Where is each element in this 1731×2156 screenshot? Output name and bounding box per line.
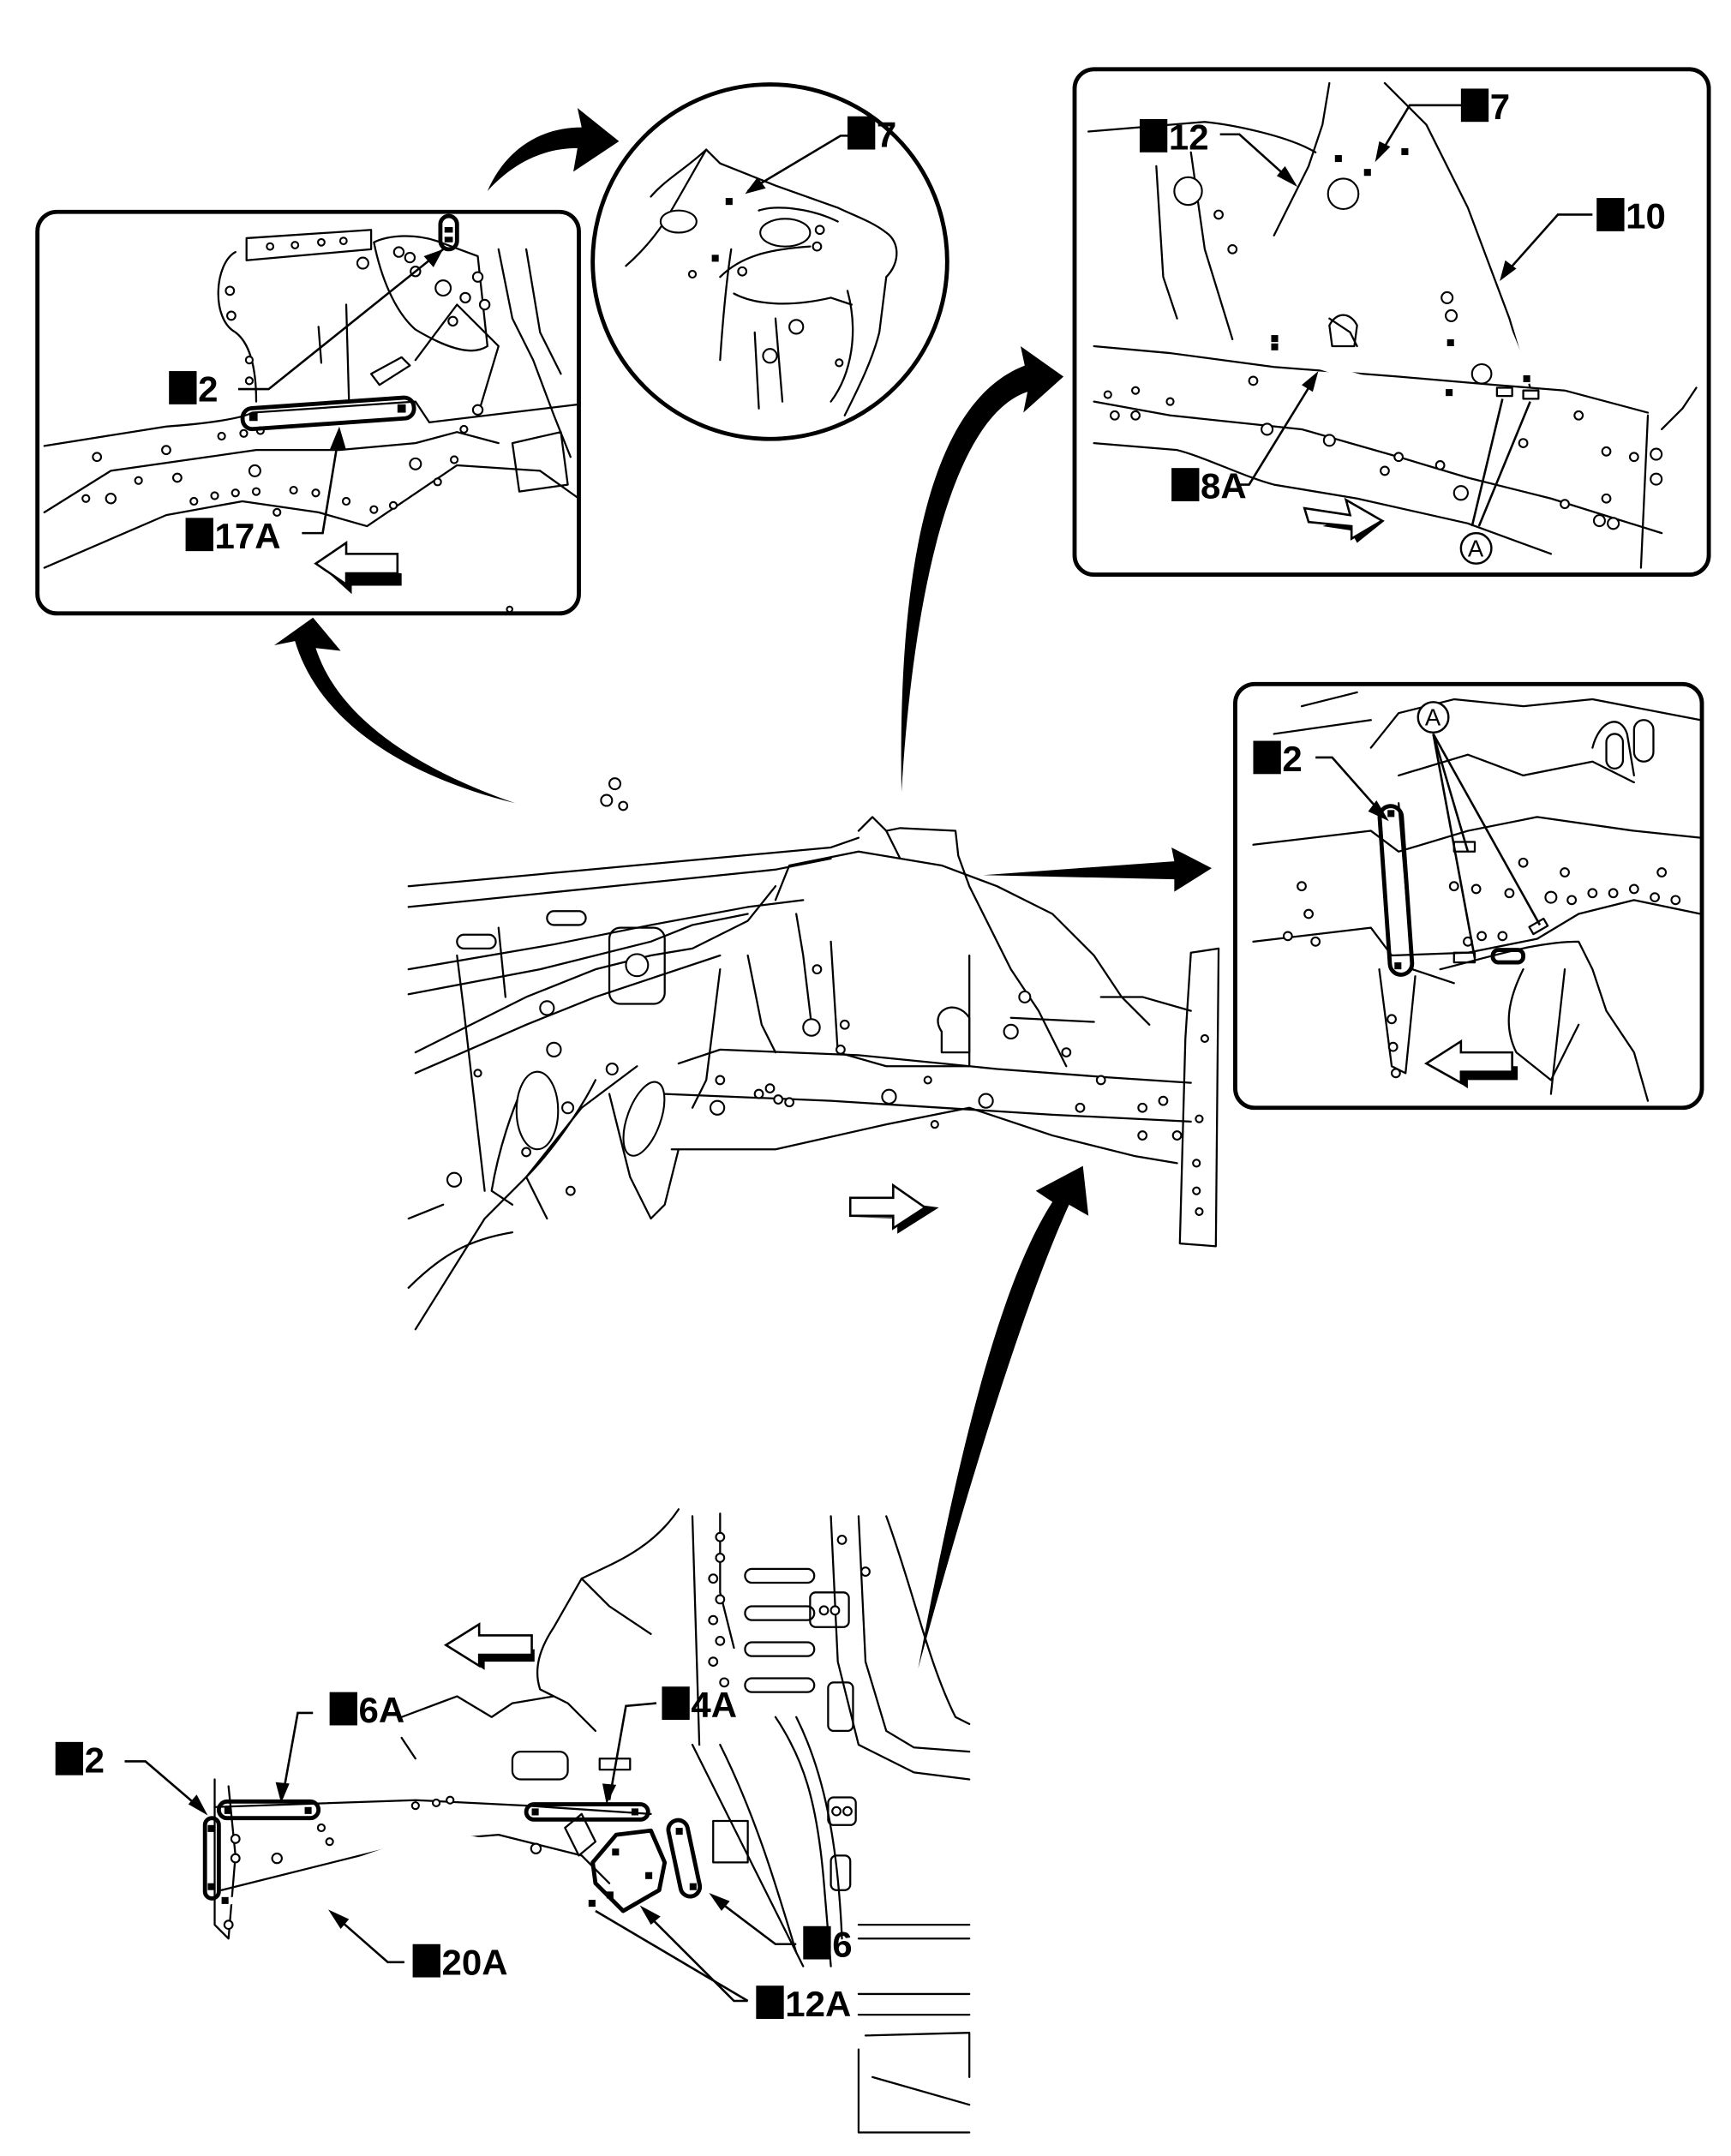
weld-symbol-6a <box>329 1692 357 1726</box>
weld-symbol-2-tl <box>169 371 197 404</box>
direction-arrow-left-mid-right <box>1423 1039 1518 1089</box>
weld-zone-6 <box>666 1818 703 1899</box>
label-2-bottom: 2 <box>85 1740 105 1780</box>
label-8a: 8A <box>1201 466 1247 506</box>
weld-zone-2-mid-right <box>1377 804 1415 977</box>
connector-arrow-to-top-right-panel <box>901 345 1064 793</box>
weld-zone-2-bottom <box>202 1816 221 1901</box>
reference-point-a-mid-right: A <box>1417 701 1450 734</box>
weld-symbol-2-bt <box>55 1741 84 1776</box>
reference-point-a-top-right: A <box>1459 531 1493 565</box>
weld-symbol-20a <box>412 1943 440 1978</box>
label-10: 10 <box>1626 196 1666 237</box>
weld-zone-7-circle <box>708 197 735 267</box>
label-12: 12 <box>1169 117 1209 158</box>
label-4a: 4A <box>691 1685 737 1725</box>
weld-symbol-10 <box>1596 198 1625 231</box>
weld-zone-7-top-right <box>1363 169 1455 346</box>
direction-arrow-right-main <box>848 1183 939 1234</box>
weld-zone-10 <box>1401 147 1531 385</box>
weld-symbol-4a <box>662 1686 690 1720</box>
weld-zone-6a <box>216 1799 321 1821</box>
weld-symbol-17a <box>185 518 213 552</box>
reference-a-text-tr: A <box>1468 536 1484 562</box>
weld-zone-4a <box>524 1802 650 1822</box>
label-2-mid-right: 2 <box>1282 739 1302 779</box>
connector-arrow-to-circle <box>487 108 620 191</box>
direction-arrow-left-top-left <box>314 540 402 595</box>
panel-top-right: 12 7 10 8A A <box>1072 67 1711 578</box>
weld-zone-20a <box>218 1835 599 1912</box>
weld-symbol-7-circle <box>847 116 876 150</box>
label-12a: 12A <box>785 1984 851 2024</box>
holes-top-left <box>81 237 513 614</box>
weld-zone-17a <box>240 395 416 432</box>
connector-arrow-to-mid-right-panel <box>983 847 1212 892</box>
label-7-circle: 7 <box>877 114 896 154</box>
reference-a-text-mr: A <box>1425 704 1441 731</box>
holes-bottom <box>223 1531 871 1931</box>
weld-symbol-8a <box>1171 468 1200 501</box>
weld-symbol-12 <box>1139 118 1168 153</box>
label-20a: 20A <box>442 1942 508 1982</box>
holes-top-right <box>1103 209 1663 530</box>
panel-top-circle: 7 <box>590 82 949 441</box>
label-7-top-right: 7 <box>1490 87 1510 127</box>
weld-symbol-12a <box>756 1985 784 2020</box>
holes-mid-right <box>1282 857 1681 1079</box>
direction-arrow-right-top-right <box>1303 497 1385 543</box>
weld-symbol-6 <box>803 1925 831 1960</box>
holes-main <box>446 777 1209 1217</box>
main-body-view <box>407 777 1220 1331</box>
label-6a: 6A <box>359 1690 405 1730</box>
label-17a: 17A <box>215 516 281 556</box>
label-2-top-left: 2 <box>198 369 218 410</box>
connector-arrow-from-bottom-view <box>918 1165 1089 1669</box>
panel-mid-right: 2 A <box>1233 681 1704 1111</box>
direction-arrow-left-bottom <box>443 1622 535 1670</box>
weld-symbol-2-mr <box>1253 740 1281 775</box>
label-6: 6 <box>832 1924 852 1964</box>
bottom-body-view: 2 6A 4A 20A 6 12A <box>55 1508 971 2134</box>
weld-zone-12 <box>1270 154 1345 343</box>
weld-zone-12a <box>590 1828 668 1913</box>
connector-arrow-to-top-left-panel <box>273 617 516 804</box>
weld-zone-2-top-left <box>438 213 459 252</box>
weld-symbol-7-tr <box>1460 88 1489 123</box>
weld-zone-8a <box>1270 343 1458 398</box>
panel-top-left: 2 17A <box>35 209 581 616</box>
